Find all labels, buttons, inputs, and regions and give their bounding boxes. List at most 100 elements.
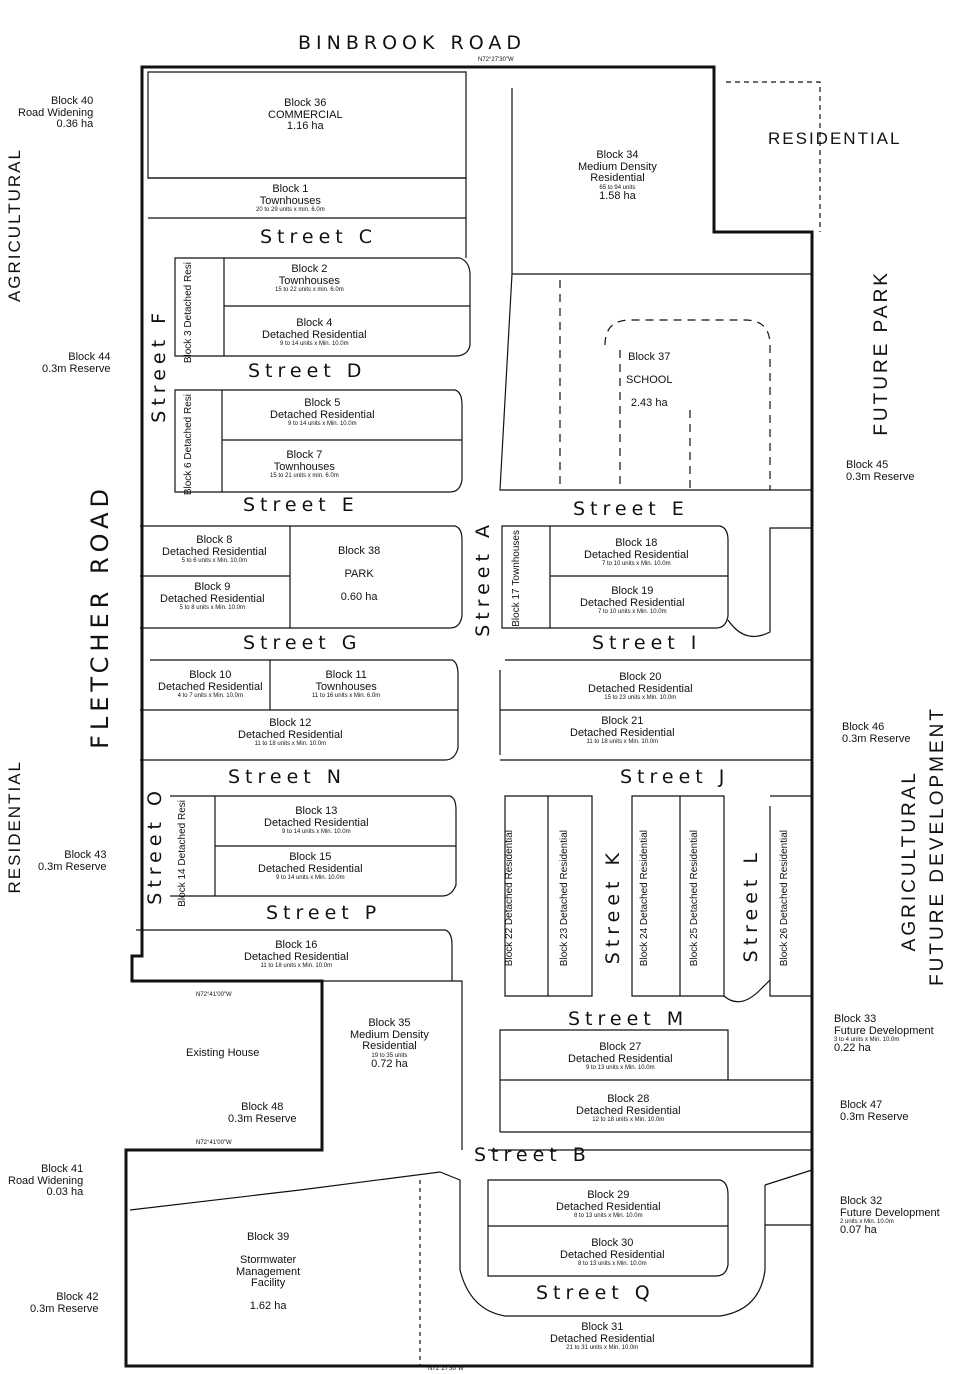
- future-park-label: FUTURE PARK: [871, 270, 892, 436]
- street-g-label: Street G: [243, 632, 362, 654]
- block-10-12-outline: [140, 659, 459, 761]
- bottom-bearing: N72°27'30"W: [428, 1366, 464, 1372]
- existing-house-label: Existing House: [186, 1047, 260, 1059]
- site-boundary: [124, 65, 814, 1368]
- block-2-4-outline: [174, 257, 471, 357]
- street-f-label: Street F: [148, 308, 170, 423]
- street-p-label: Street P: [266, 902, 382, 924]
- street-i-curve: [727, 527, 812, 638]
- street-k-label: Street K: [602, 848, 624, 965]
- street-n-label: Street N: [228, 766, 346, 788]
- top-bearing: N72°27'30"W: [478, 57, 514, 63]
- block-29-30-outline: [487, 1179, 729, 1277]
- block-3-label: Block 3 Detached Resi: [183, 262, 194, 364]
- house-top-bearing: N72°41'00"W: [196, 992, 232, 998]
- block-39-outline: [129, 1171, 461, 1211]
- block-25-label: Block 25 Detached Residential: [689, 830, 700, 967]
- block-35-outline: [322, 980, 463, 1150]
- street-e-east-label: Street E: [573, 498, 689, 520]
- block-5-7-outline: [174, 389, 463, 493]
- block-17-label: Block 17 Townhouses: [511, 530, 522, 627]
- block-6-label: Block 6 Detached Resi: [183, 394, 194, 496]
- block-26-outline: [769, 795, 812, 997]
- ne-residential-outline: [726, 81, 821, 232]
- block-27-28-outline: [499, 1029, 812, 1133]
- fletcher-road-label: FLETCHER ROAD: [86, 484, 114, 749]
- block-14-label: Block 14 Detached Resi: [177, 800, 188, 907]
- future-development-east-label: FUTURE DEVELOPMENT: [927, 706, 948, 986]
- block-22-label: Block 22 Detached Residential: [504, 830, 515, 967]
- block-34-outline: [511, 88, 812, 275]
- block-24-label: Block 24 Detached Residential: [639, 830, 650, 967]
- house-bottom-bearing: N72°41'00"W: [196, 1140, 232, 1146]
- street-m-curve: [723, 979, 771, 1003]
- block-17-19-outline: [501, 525, 729, 629]
- block-20-21-outline: [499, 659, 812, 761]
- street-c-label: Street C: [260, 226, 378, 248]
- street-j-label: Street J: [620, 766, 730, 788]
- ne-residential-label: RESIDENTIAL: [768, 129, 902, 148]
- block-16-outline: [136, 929, 453, 981]
- residential-west-label: RESIDENTIAL: [5, 760, 24, 894]
- agricultural-east-label: AGRICULTURAL: [899, 770, 920, 952]
- block-37-outline: [499, 273, 812, 491]
- block-1-outline: [148, 177, 467, 219]
- street-d-label: Street D: [248, 360, 367, 382]
- block-8-9-38-outline: [140, 525, 463, 629]
- block-22-23-outline: [504, 795, 593, 997]
- block-26-label: Block 26 Detached Residential: [779, 830, 790, 967]
- street-a-label: Street A: [472, 520, 494, 637]
- street-l-label: Street L: [740, 848, 762, 963]
- agricultural-west-label: AGRICULTURAL: [5, 148, 24, 303]
- street-q-label: Street Q: [536, 1282, 655, 1304]
- street-i-label: Street I: [592, 632, 702, 654]
- street-e-west-label: Street E: [243, 494, 359, 516]
- school-dashed-building: [559, 280, 771, 490]
- block-23-label: Block 23 Detached Residential: [559, 830, 570, 967]
- street-b-label: Street B: [474, 1144, 591, 1166]
- block-13-15-outline: [170, 795, 457, 897]
- street-o-label: Street O: [144, 786, 166, 905]
- street-q-curve: [459, 1169, 813, 1317]
- street-m-label: Street M: [568, 1008, 689, 1030]
